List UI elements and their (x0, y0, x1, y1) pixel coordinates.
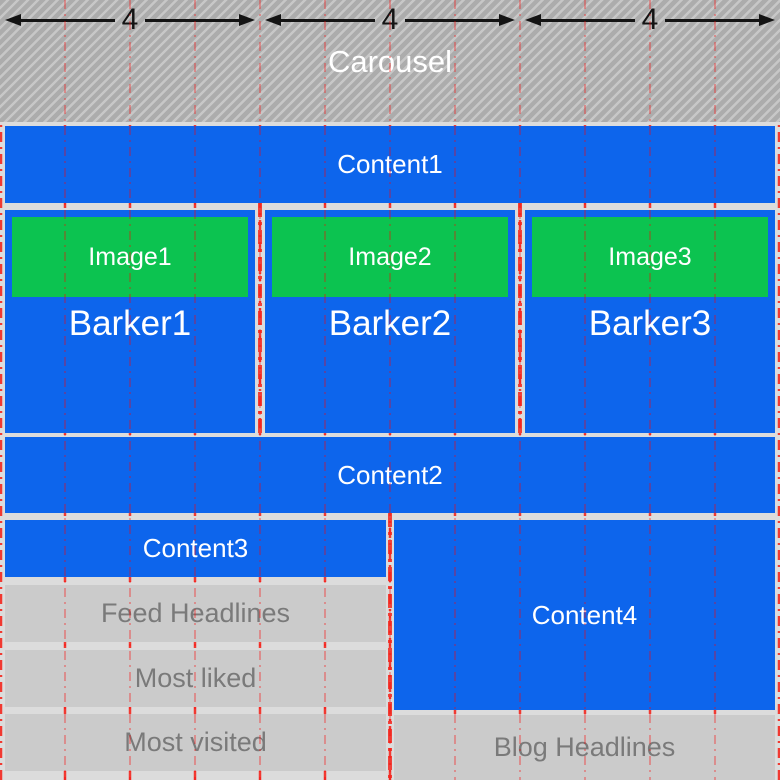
content3-label: Content3 (142, 533, 249, 563)
most-visited-label: Most visited (124, 727, 267, 757)
image3-label: Image3 (608, 242, 692, 271)
content1-label: Content1 (337, 149, 443, 179)
content4-block[interactable]: Content4 (394, 520, 775, 710)
content3-block[interactable]: Content3 (5, 520, 386, 577)
span-width-label: 4 (381, 3, 399, 36)
image3-placeholder: Image3 (532, 217, 768, 297)
column-span-arrow: 4 (265, 3, 515, 36)
barker2-card[interactable]: Image2 Barker2 (265, 210, 515, 433)
feed-headlines-row[interactable]: Feed Headlines (5, 585, 386, 642)
image2-label: Image2 (348, 242, 432, 271)
arrowhead-left-icon (525, 14, 541, 26)
most-liked-label: Most liked (134, 663, 257, 693)
carousel-title: Carousel (327, 44, 453, 79)
arrowhead-right-icon (239, 14, 255, 26)
content1-block[interactable]: Content1 (5, 126, 775, 203)
image1-label: Image1 (88, 242, 172, 271)
most-liked-row[interactable]: Most liked (5, 650, 386, 707)
content4-label: Content4 (531, 599, 638, 630)
arrowhead-right-icon (499, 14, 515, 26)
content2-label: Content2 (337, 459, 443, 490)
barker3-card[interactable]: Image3 Barker3 (525, 210, 775, 433)
carousel-placeholder[interactable]: 4 4 4 Carousel (0, 0, 780, 122)
barker1-label: Barker1 (68, 304, 192, 343)
arrowhead-left-icon (5, 14, 21, 26)
barker1-card[interactable]: Image1 Barker1 (5, 210, 255, 433)
span-width-label: 4 (121, 3, 139, 36)
feed-headlines-label: Feed Headlines (100, 598, 291, 628)
arrowhead-right-icon (759, 14, 775, 26)
column-span-arrow: 4 (5, 3, 255, 36)
span-width-label: 4 (641, 3, 659, 36)
barker2-label: Barker2 (328, 304, 452, 343)
blog-headlines-row[interactable]: Blog Headlines (394, 715, 775, 780)
barker3-label: Barker3 (588, 304, 712, 343)
content2-block[interactable]: Content2 (5, 437, 775, 513)
blog-headlines-label: Blog Headlines (493, 732, 676, 762)
arrowhead-left-icon (265, 14, 281, 26)
most-visited-row[interactable]: Most visited (5, 714, 386, 771)
column-span-arrow: 4 (525, 3, 775, 36)
image1-placeholder: Image1 (12, 217, 248, 297)
image2-placeholder: Image2 (272, 217, 508, 297)
